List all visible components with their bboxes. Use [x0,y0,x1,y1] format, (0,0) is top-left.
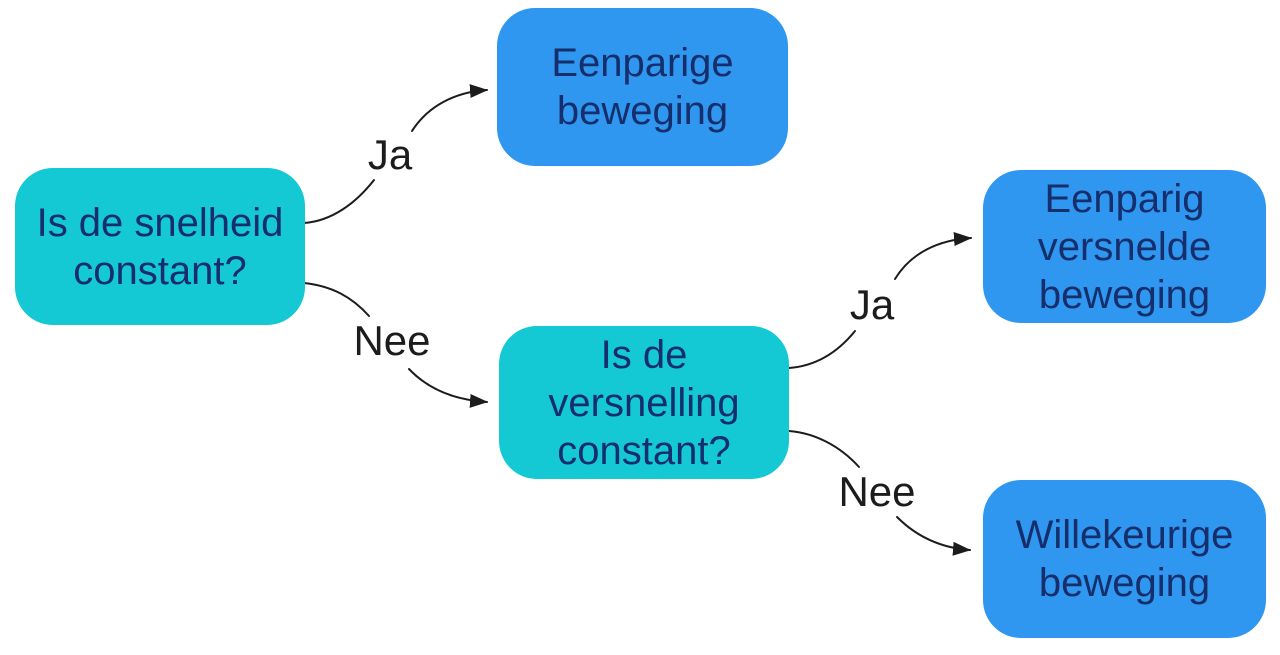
edge-label-nee-snelheid: Nee [353,317,431,364]
edge-versnelling-nee [788,430,971,556]
node-label: Willekeurige beweging [1015,513,1234,605]
node-question-snelheid: Is de snelheid constant? [15,168,305,325]
node-question-versnelling: Is de versnelling constant? [499,326,789,479]
edge-snelheid-nee [303,282,488,408]
node-label: Is de versnelling constant? [548,332,740,473]
edge-label-ja-snelheid: Ja [367,131,413,178]
node-outcome-eenparig-versnelde-beweging: Eenparig versnelde beweging [983,170,1266,323]
node-label: Eenparig versnelde beweging [1037,176,1212,317]
node-label: Is de snelheid constant? [36,200,284,293]
node-outcome-eenparige-beweging: Eenparige beweging [497,8,788,166]
node-label: Eenparige beweging [551,41,734,133]
edge-label-nee-versnelling: Nee [838,468,916,515]
edge-snelheid-ja [303,84,488,224]
edge-label-ja-versnelling: Ja [849,281,895,328]
edge-versnelling-ja [788,232,972,369]
node-outcome-willekeurige-beweging: Willekeurige beweging [983,480,1266,638]
